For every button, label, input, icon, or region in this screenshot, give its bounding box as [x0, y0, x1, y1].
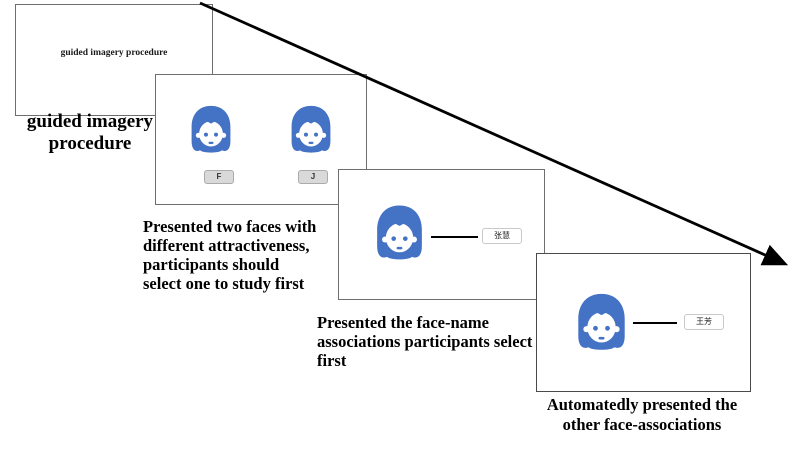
screen-face-choice: F J — [155, 74, 367, 205]
woman-face-icon — [574, 293, 629, 355]
caption-line: different attractiveness, — [143, 236, 310, 255]
name-label: 王芳 — [684, 314, 724, 330]
name-label: 张慧 — [482, 228, 522, 244]
key-button-j[interactable]: J — [298, 170, 328, 184]
screen-face-name-selected: 张慧 — [338, 169, 545, 300]
caption-line: associations participants select — [317, 332, 533, 351]
key-button-f[interactable]: F — [204, 170, 234, 184]
caption-line: first — [317, 351, 347, 370]
caption-line: guided imagery — [26, 111, 154, 132]
caption-line: participants should — [143, 255, 280, 274]
caption-line: Presented the face-name — [317, 313, 489, 332]
caption-face-name-other: Automatedly presented the other face-ass… — [528, 395, 756, 435]
screen-text: guided imagery procedure — [60, 48, 168, 58]
caption-guided-imagery: guided imagery procedure — [24, 111, 156, 155]
caption-line: procedure — [48, 133, 132, 154]
woman-face-icon — [288, 103, 334, 159]
caption-face-name-selected: Presented the face-name associations par… — [317, 313, 532, 370]
association-line — [633, 322, 677, 324]
screen-face-name-other: 王芳 — [536, 253, 751, 392]
caption-line: Presented two faces with — [143, 217, 317, 236]
woman-face-icon — [188, 103, 234, 159]
caption-line: Automatedly presented the — [546, 395, 738, 414]
caption-face-choice: Presented two faces with different attra… — [143, 217, 316, 293]
association-line — [431, 236, 478, 238]
woman-face-icon — [373, 203, 426, 266]
caption-line: select one to study first — [143, 274, 305, 293]
caption-line: other face-associations — [562, 415, 722, 434]
